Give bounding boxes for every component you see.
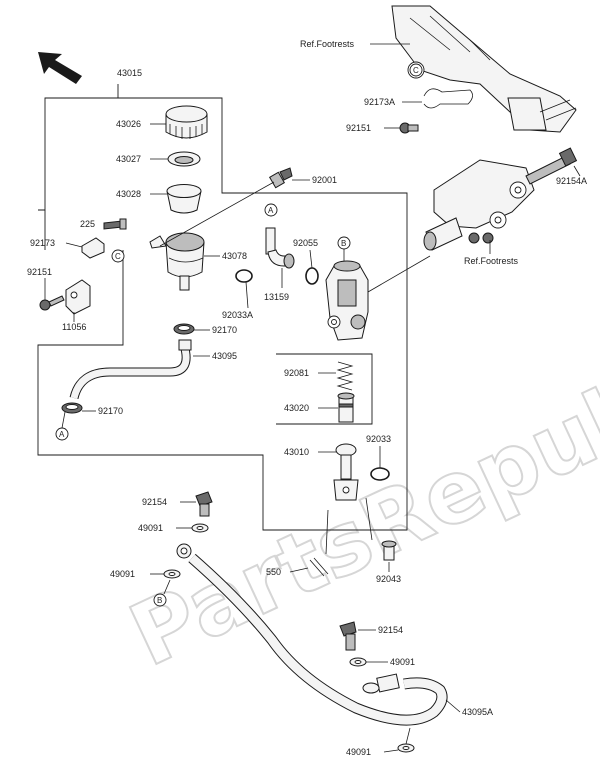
label-43015: 43015 <box>117 68 142 78</box>
label-92154-left: 92154 <box>142 497 167 507</box>
spring-92081 <box>336 361 354 391</box>
label-92033A: 92033A <box>222 310 253 320</box>
clamp-92170-upper <box>173 323 195 335</box>
label-92151-left: 92151 <box>27 267 52 277</box>
label-43020: 43020 <box>284 403 309 413</box>
group-frame-43015 <box>37 84 408 531</box>
reservoir-body <box>149 232 205 291</box>
piston-43020 <box>337 392 355 423</box>
label-49091-d: 49091 <box>346 747 371 757</box>
callout-c-top <box>409 63 423 77</box>
label-92154-right: 92154 <box>378 625 403 635</box>
bolt-92001 <box>268 167 293 189</box>
clip-92033A <box>235 269 253 283</box>
mount-plate-11056 <box>65 279 91 315</box>
label-92173A: 92173A <box>364 97 395 107</box>
label-43078: 43078 <box>222 251 247 261</box>
washer-49091-a <box>191 523 209 533</box>
clamp-92170-lower <box>61 402 83 414</box>
callout-a-lower-label: A <box>59 430 65 439</box>
washer-49091-c <box>349 657 367 667</box>
callout-b-lower <box>153 593 167 607</box>
callout-c-left <box>111 249 125 263</box>
callout-a-lower <box>55 427 69 441</box>
label-92170-upper: 92170 <box>212 325 237 335</box>
label-43028: 43028 <box>116 189 141 199</box>
o-ring-92055 <box>305 267 319 285</box>
label-49091-a: 49091 <box>138 523 163 533</box>
hose-43095A <box>176 543 448 726</box>
reservoir-cap <box>165 105 208 139</box>
label-49091-b: 49091 <box>110 569 135 579</box>
bolt-92154A <box>525 147 578 185</box>
label-92033: 92033 <box>366 434 391 444</box>
callout-c-left-label: C <box>115 252 121 261</box>
label-550: 550 <box>266 567 281 577</box>
cotter-pin-550 <box>309 557 329 577</box>
label-92001: 92001 <box>312 175 337 185</box>
label-92055: 92055 <box>293 238 318 248</box>
master-cylinder <box>325 255 431 341</box>
group-frame-inner <box>276 353 373 425</box>
callout-a-upper-label: A <box>268 206 274 215</box>
label-ref-footrests-right: Ref.Footrests <box>464 256 519 266</box>
label-92154A: 92154A <box>556 176 587 186</box>
label-43095: 43095 <box>212 351 237 361</box>
label-13159: 13159 <box>264 292 289 302</box>
label-49091-c: 49091 <box>390 657 415 667</box>
label-92173: 92173 <box>30 238 55 248</box>
label-43095A: 43095A <box>462 707 493 717</box>
label-43026: 43026 <box>116 119 141 129</box>
bracket-92173 <box>81 237 105 259</box>
screw-225 <box>103 218 127 230</box>
bolt-92151-left <box>39 295 65 311</box>
direction-arrow-icon <box>38 52 82 84</box>
diaphragm <box>166 184 202 214</box>
washer-49091-b <box>163 569 181 579</box>
diaphragm-plate <box>167 151 201 167</box>
label-92170-lower: 92170 <box>98 406 123 416</box>
label-43027: 43027 <box>116 154 141 164</box>
footrest-bracket-right <box>423 159 535 251</box>
label-43010: 43010 <box>284 447 309 457</box>
bolt-92151-right <box>399 122 419 134</box>
banjo-bolt-92154-left <box>195 491 213 517</box>
elbow-fitting <box>265 227 295 269</box>
label-92081: 92081 <box>284 368 309 378</box>
callout-b-lower-label: B <box>157 596 162 605</box>
push-rod-43010 <box>333 443 359 501</box>
pin-92043 <box>381 540 397 561</box>
hose-43095 <box>69 339 192 400</box>
label-92151-right: 92151 <box>346 123 371 133</box>
callout-c-top-label: C <box>413 66 419 75</box>
label-ref-footrests-top: Ref.Footrests <box>300 39 355 49</box>
footrest-bracket-top <box>391 5 577 133</box>
callout-b-upper-label: B <box>341 239 346 248</box>
washer-49091-d <box>397 743 415 753</box>
label-11056: 11056 <box>62 322 86 332</box>
banjo-bolt-92154-right <box>339 621 357 651</box>
label-225: 225 <box>80 219 95 229</box>
label-92043: 92043 <box>376 574 401 584</box>
clip-92173A <box>423 88 473 109</box>
callout-a-upper <box>264 203 278 217</box>
